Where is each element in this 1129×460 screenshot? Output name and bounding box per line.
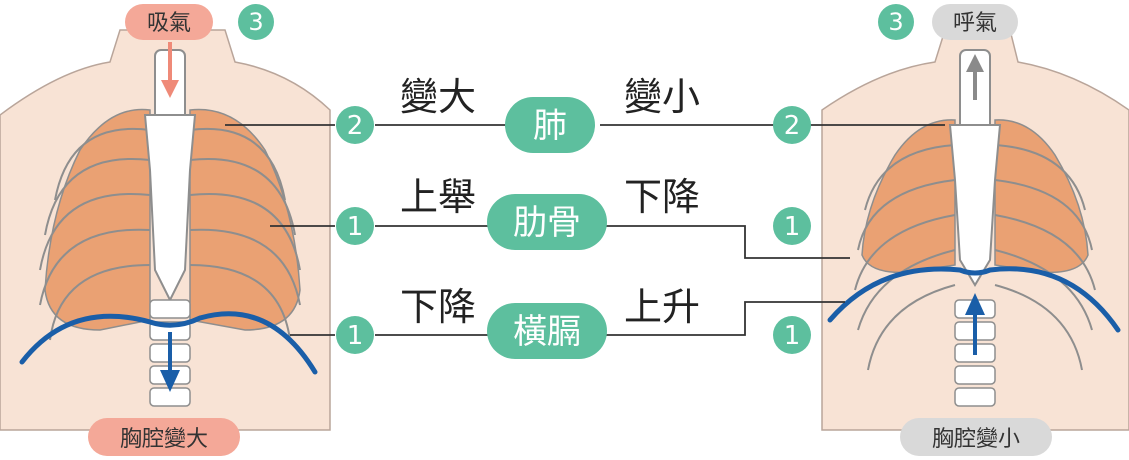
right-diaphragm-up-arrow [965,293,985,355]
lung-left-badge [336,106,374,144]
chest-shrink-pill: 胸腔變小 [900,418,1052,456]
right-lung-right [994,119,1089,274]
ribs-center-label: 肋骨 [513,203,581,243]
left-ribs [39,127,301,341]
right-torso [821,29,1129,431]
lung-center-label: 肺 [533,106,567,146]
ribs-right-change: 下降 [624,175,700,219]
exhale-step-badge: 3 [878,4,914,40]
lung-left-change: 變大 [400,75,476,119]
diaphragm-left-change: 下降 [400,285,476,329]
chest-expand-label: 胸腔變大 [120,427,208,452]
left-torso [0,29,331,431]
left-diaphragm-down-arrow [160,332,180,392]
exhale-step-number: 3 [888,8,903,36]
ribs-left-number: 1 [347,212,364,242]
right-ribs [854,144,1096,371]
exhale-label: 呼氣 [953,11,997,36]
diaphragm-left-number: 1 [347,321,364,351]
left-spine [149,299,191,407]
lung-right-change: 變小 [624,75,700,119]
inhale-arrow-icon [161,42,179,98]
row-lung: 2 變大 肺 變小 2 [336,75,811,153]
row-ribs: 1 上舉 肋骨 下降 1 [336,175,811,250]
diaphragm-right-badge [773,316,811,354]
left-diaphragm [19,311,318,375]
exhale-pill: 呼氣 [932,4,1018,40]
inhale-label: 吸氣 [147,11,191,36]
diaphragm-center-pill [487,303,607,359]
lung-left-number: 2 [347,111,364,141]
diaphragm-right-number: 1 [784,321,801,351]
diaphragm-right-change: 上升 [624,285,700,329]
right-diaphragm [827,266,1121,333]
inhale-step-number: 3 [248,8,263,36]
ribs-left-badge [336,207,374,245]
row-diaphragm: 1 下降 橫膈 上升 1 [336,285,811,359]
lung-right-number: 2 [784,111,801,141]
diaphragm-left-badge [336,316,374,354]
diaphragm-center-label: 橫膈 [513,312,581,352]
chest-shrink-label: 胸腔變小 [932,427,1020,452]
ribs-center-pill [487,194,607,250]
chest-expand-pill: 胸腔變大 [88,418,240,456]
lung-right-badge [773,106,811,144]
ribs-right-number: 1 [784,212,801,242]
exhale-arrow-icon [966,54,984,100]
right-lung-left [861,119,956,274]
left-sternum [143,114,197,303]
connector-lines [225,124,945,336]
ribs-left-change: 上舉 [400,175,476,219]
lung-center-pill [505,97,595,153]
inhale-step-badge: 3 [238,4,274,40]
inhale-pill: 吸氣 [125,4,213,40]
ribs-right-badge [773,207,811,245]
